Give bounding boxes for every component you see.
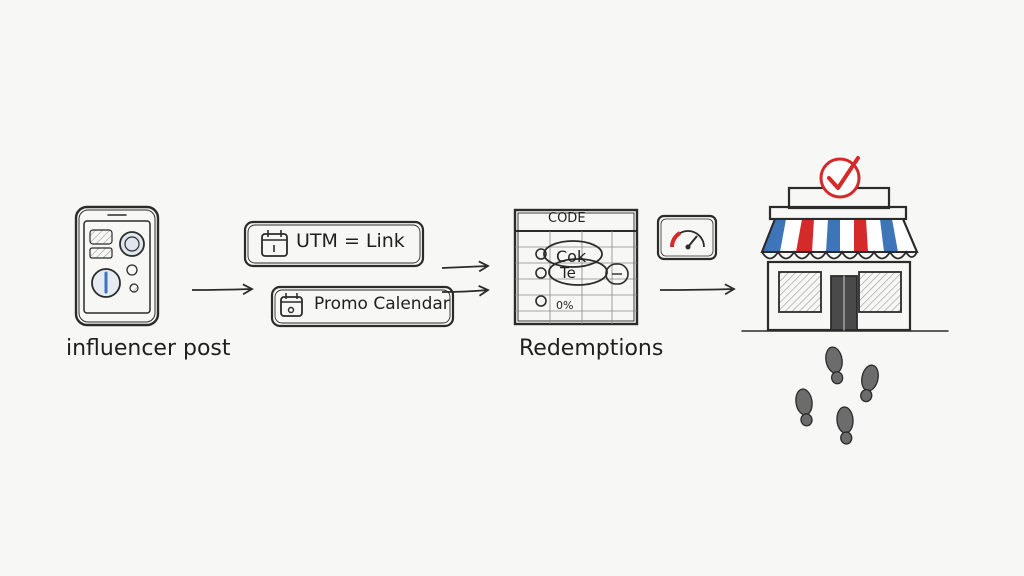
arrow-code-to-store [659,283,736,296]
phone-icon [74,205,160,327]
influencer-post-label: influencer post [66,336,231,361]
utm-link-label: UTM = Link [296,230,405,252]
code-cell-label: Cok [556,247,587,266]
footprints-icon [795,346,879,445]
calendar-icon [280,293,303,317]
code-table-icon [513,208,639,326]
storefront-icon [741,186,949,332]
promo-calendar-box [270,285,455,328]
promo-calendar-label: Promo Calendar [314,294,450,314]
arrow-post-to-tracking [191,283,254,296]
gauge-icon [656,214,718,261]
code-header-label: CODE [548,211,586,226]
calendar-icon [261,230,288,257]
arrow-utm-to-code [441,260,490,273]
arrow-promo-to-code [441,285,490,297]
code-cell-label: Te [560,264,576,282]
checkmark-badge-icon [819,156,861,199]
redemptions-label: Redemptions [519,336,664,361]
utm-link-box [243,220,425,268]
code-cell-label: 0% [556,299,574,312]
